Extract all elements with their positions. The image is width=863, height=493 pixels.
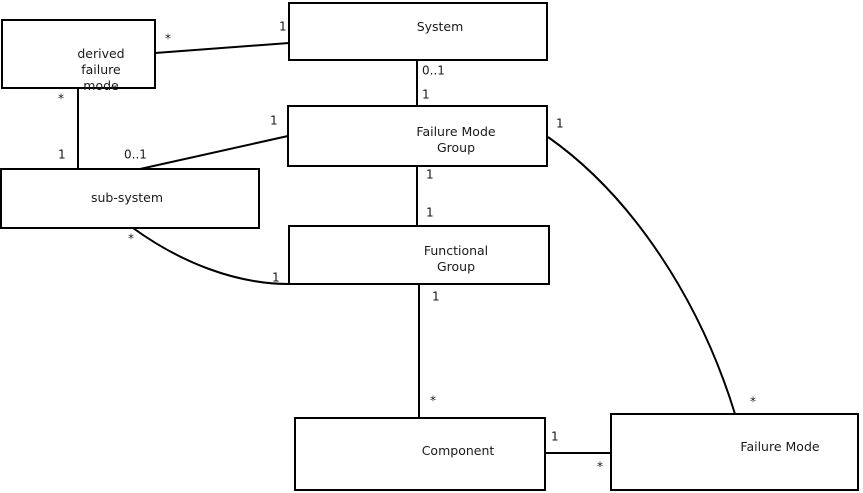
class-box-system[interactable]: System [289,3,547,60]
multiplicity-label: * [58,92,64,106]
multiplicity-label: 1 [58,148,66,162]
multiplicity-label: 1 [270,114,278,128]
multiplicity-label: 1 [551,430,559,444]
class-box-frame-failure-mode [611,414,858,490]
association-failure-mode-group-to-failure-mode [547,136,736,415]
class-name-failure-mode: Failure Mode [740,439,819,454]
edges-layer [77,42,736,454]
class-box-failure-mode[interactable]: Failure Mode [611,414,858,490]
class-box-component[interactable]: Component [295,418,545,490]
class-box-sub-system[interactable]: sub-system [1,169,259,228]
class-box-frame-system [289,3,547,60]
multiplicity-label: 1 [432,290,440,304]
class-name-system: System [417,19,464,34]
multiplicity-label: * [165,32,171,46]
multiplicity-label: 1 [272,271,280,285]
association-sub-system-to-functional-group [132,227,290,285]
association-sub-system-to-failure-mode-group [139,135,289,170]
class-box-frame-derived-failure-mode [2,20,155,88]
multiplicity-label: 1 [422,88,430,102]
multiplicity-label: 1 [426,168,434,182]
multiplicity-label: * [128,232,134,246]
multiplicity-label: * [430,394,436,408]
multiplicity-label: 1 [279,20,287,34]
class-box-frame-failure-mode-group [288,106,547,166]
class-name-component: Component [422,443,495,458]
multiplicity-label: 1 [426,206,434,220]
multiplicity-label: 1 [556,117,564,131]
class-name-sub-system: sub-system [91,190,163,205]
multiplicity-label: 0..1 [422,64,445,78]
multiplicity-label: * [597,460,603,474]
multiplicity-labels-layer: * 1 0..1 1 * 1 1 0..1 1 1 * 1 1 * 1 * 1 * [58,20,756,474]
class-box-frame-functional-group [289,226,549,284]
multiplicity-label: * [750,395,756,409]
association-derived-failure-mode-to-system [154,42,290,54]
class-box-frame-component [295,418,545,490]
multiplicity-label: 0..1 [124,148,147,162]
class-box-frame-sub-system [1,169,259,228]
